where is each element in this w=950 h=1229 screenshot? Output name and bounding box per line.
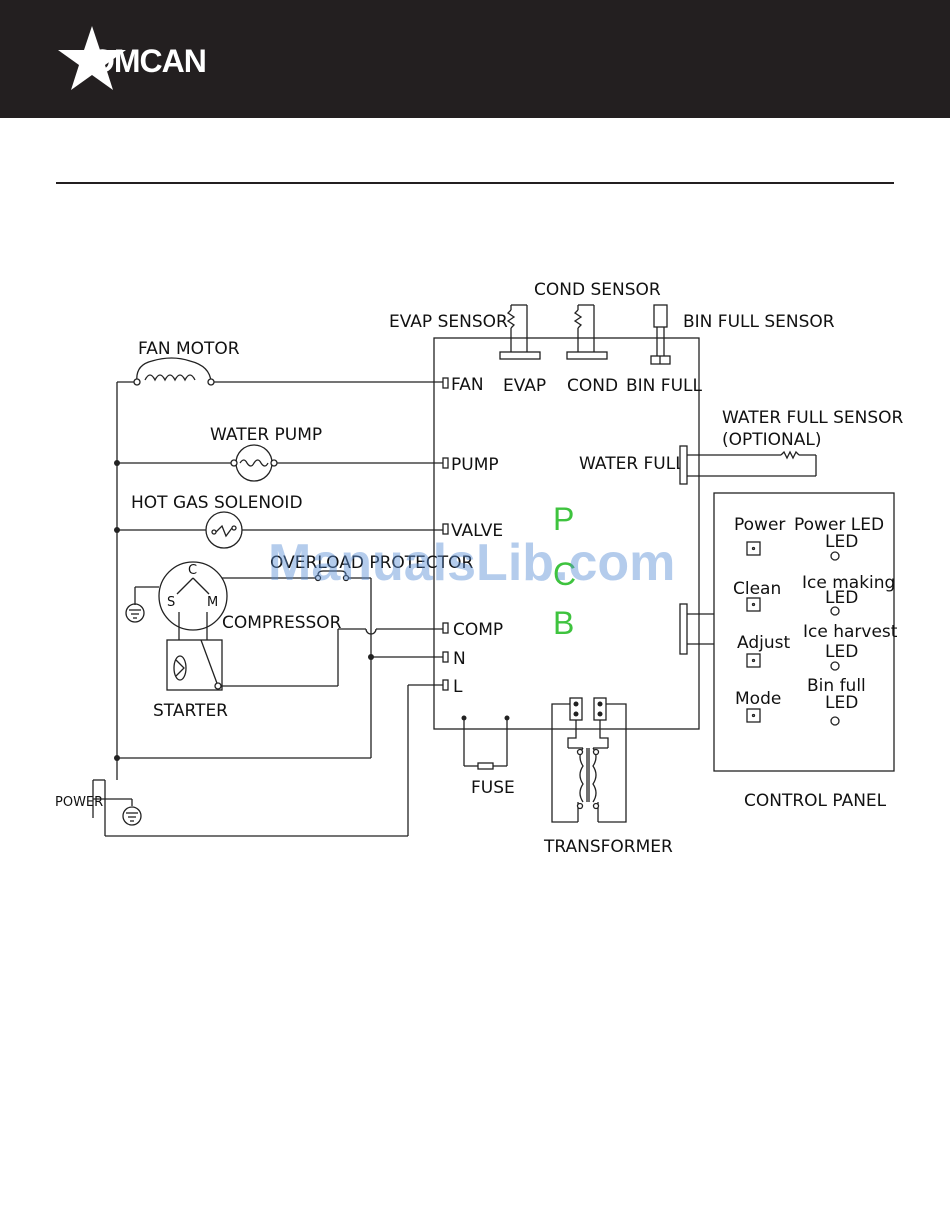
water-pump-label: WATER PUMP [210,425,322,445]
water-full-sensor [687,450,817,477]
brand-name: OMCAN [90,43,206,79]
pcb-terminal-comp: COMP [453,620,503,640]
ground-compressor-icon [125,586,159,623]
bin-full-sensor-label: BIN FULL SENSOR [683,312,835,332]
led-ice-harvest-label: Ice harvest [803,622,898,642]
water-full-optional-label: (OPTIONAL) [722,430,822,450]
control-button-power[interactable] [746,541,761,556]
omcan-logo: OMCAN [58,26,207,90]
fan-motor-label: FAN MOTOR [138,339,240,359]
pcb-terminal-evap: EVAP [503,376,546,396]
led-bin-full [830,716,840,726]
pcb-terminal-water-full: WATER FULL [579,454,685,474]
control-button-adjust-label: Adjust [737,633,790,653]
led-ice-harvest-sub: LED [825,642,858,662]
pcb-terminal-fan: FAN [451,375,484,395]
star-icon [58,26,126,90]
evap-sensor-label: EVAP SENSOR [389,312,508,332]
pcb-letter-p: P [553,501,574,537]
bin-full-sensor [650,304,671,365]
led-power-label: Power LED [794,515,884,535]
water-full-sensor-label: WATER FULL SENSOR [722,408,904,428]
control-button-clean-label: Clean [733,579,781,599]
control-button-clean[interactable] [746,597,761,612]
led-power-sub: LED [825,532,858,552]
compressor-terminal-m: M [207,595,218,610]
led-ice-harvest [830,661,840,671]
page-header: OMCAN [0,0,950,118]
compressor-terminal-s: S [167,595,175,610]
pcb-terminal-bin-full: BIN FULL [626,376,702,396]
evap-sensor [499,304,541,360]
led-bin-full-sub: LED [825,693,858,713]
transformer-label: TRANSFORMER [543,837,673,857]
control-panel-box [713,492,895,772]
fan-motor [133,357,215,386]
control-panel-label: CONTROL PANEL [744,791,887,811]
starter [166,639,223,691]
led-power [830,551,840,561]
compressor-label: COMPRESSOR [222,613,342,633]
fuse [461,715,510,770]
compressor: C S M [158,561,228,640]
control-button-mode[interactable] [746,708,761,723]
control-button-adjust[interactable] [746,653,761,668]
overload-protector-label: OVERLOAD PROTECTOR [270,553,474,573]
transformer [551,697,627,823]
starter-label: STARTER [153,701,228,721]
watermark: ManualsLib.com [268,534,675,592]
header-rule [56,182,894,184]
cond-sensor-label: COND SENSOR [534,280,661,300]
fuse-label: FUSE [471,778,515,798]
pcb-terminal-valve: VALVE [451,521,503,541]
power-label: POWER [55,795,103,810]
hot-gas-solenoid-valve [205,511,243,549]
control-button-mode-label: Mode [735,689,781,709]
led-ice-making-label: Ice making [802,573,895,593]
pcb-terminal-n: N [453,649,466,669]
control-button-power-label: Power [734,515,785,535]
compressor-terminal-c: C [188,563,197,578]
cond-sensor [566,304,608,360]
pcb-board [433,337,700,730]
led-ice-making [830,606,840,616]
led-bin-full-label: Bin full [807,676,866,696]
hot-gas-solenoid-label: HOT GAS SOLENOID [131,493,303,513]
pcb-terminal-l: L [453,677,463,697]
pcb-letter-b: B [553,605,574,641]
water-pump [230,444,278,482]
led-ice-making-sub: LED [825,588,858,608]
pcb-terminal-cond: COND [567,376,618,396]
power-plug-icon [92,758,142,836]
pcb-terminal-pump: PUMP [451,455,499,475]
pcb-letter-c: C [553,556,576,592]
